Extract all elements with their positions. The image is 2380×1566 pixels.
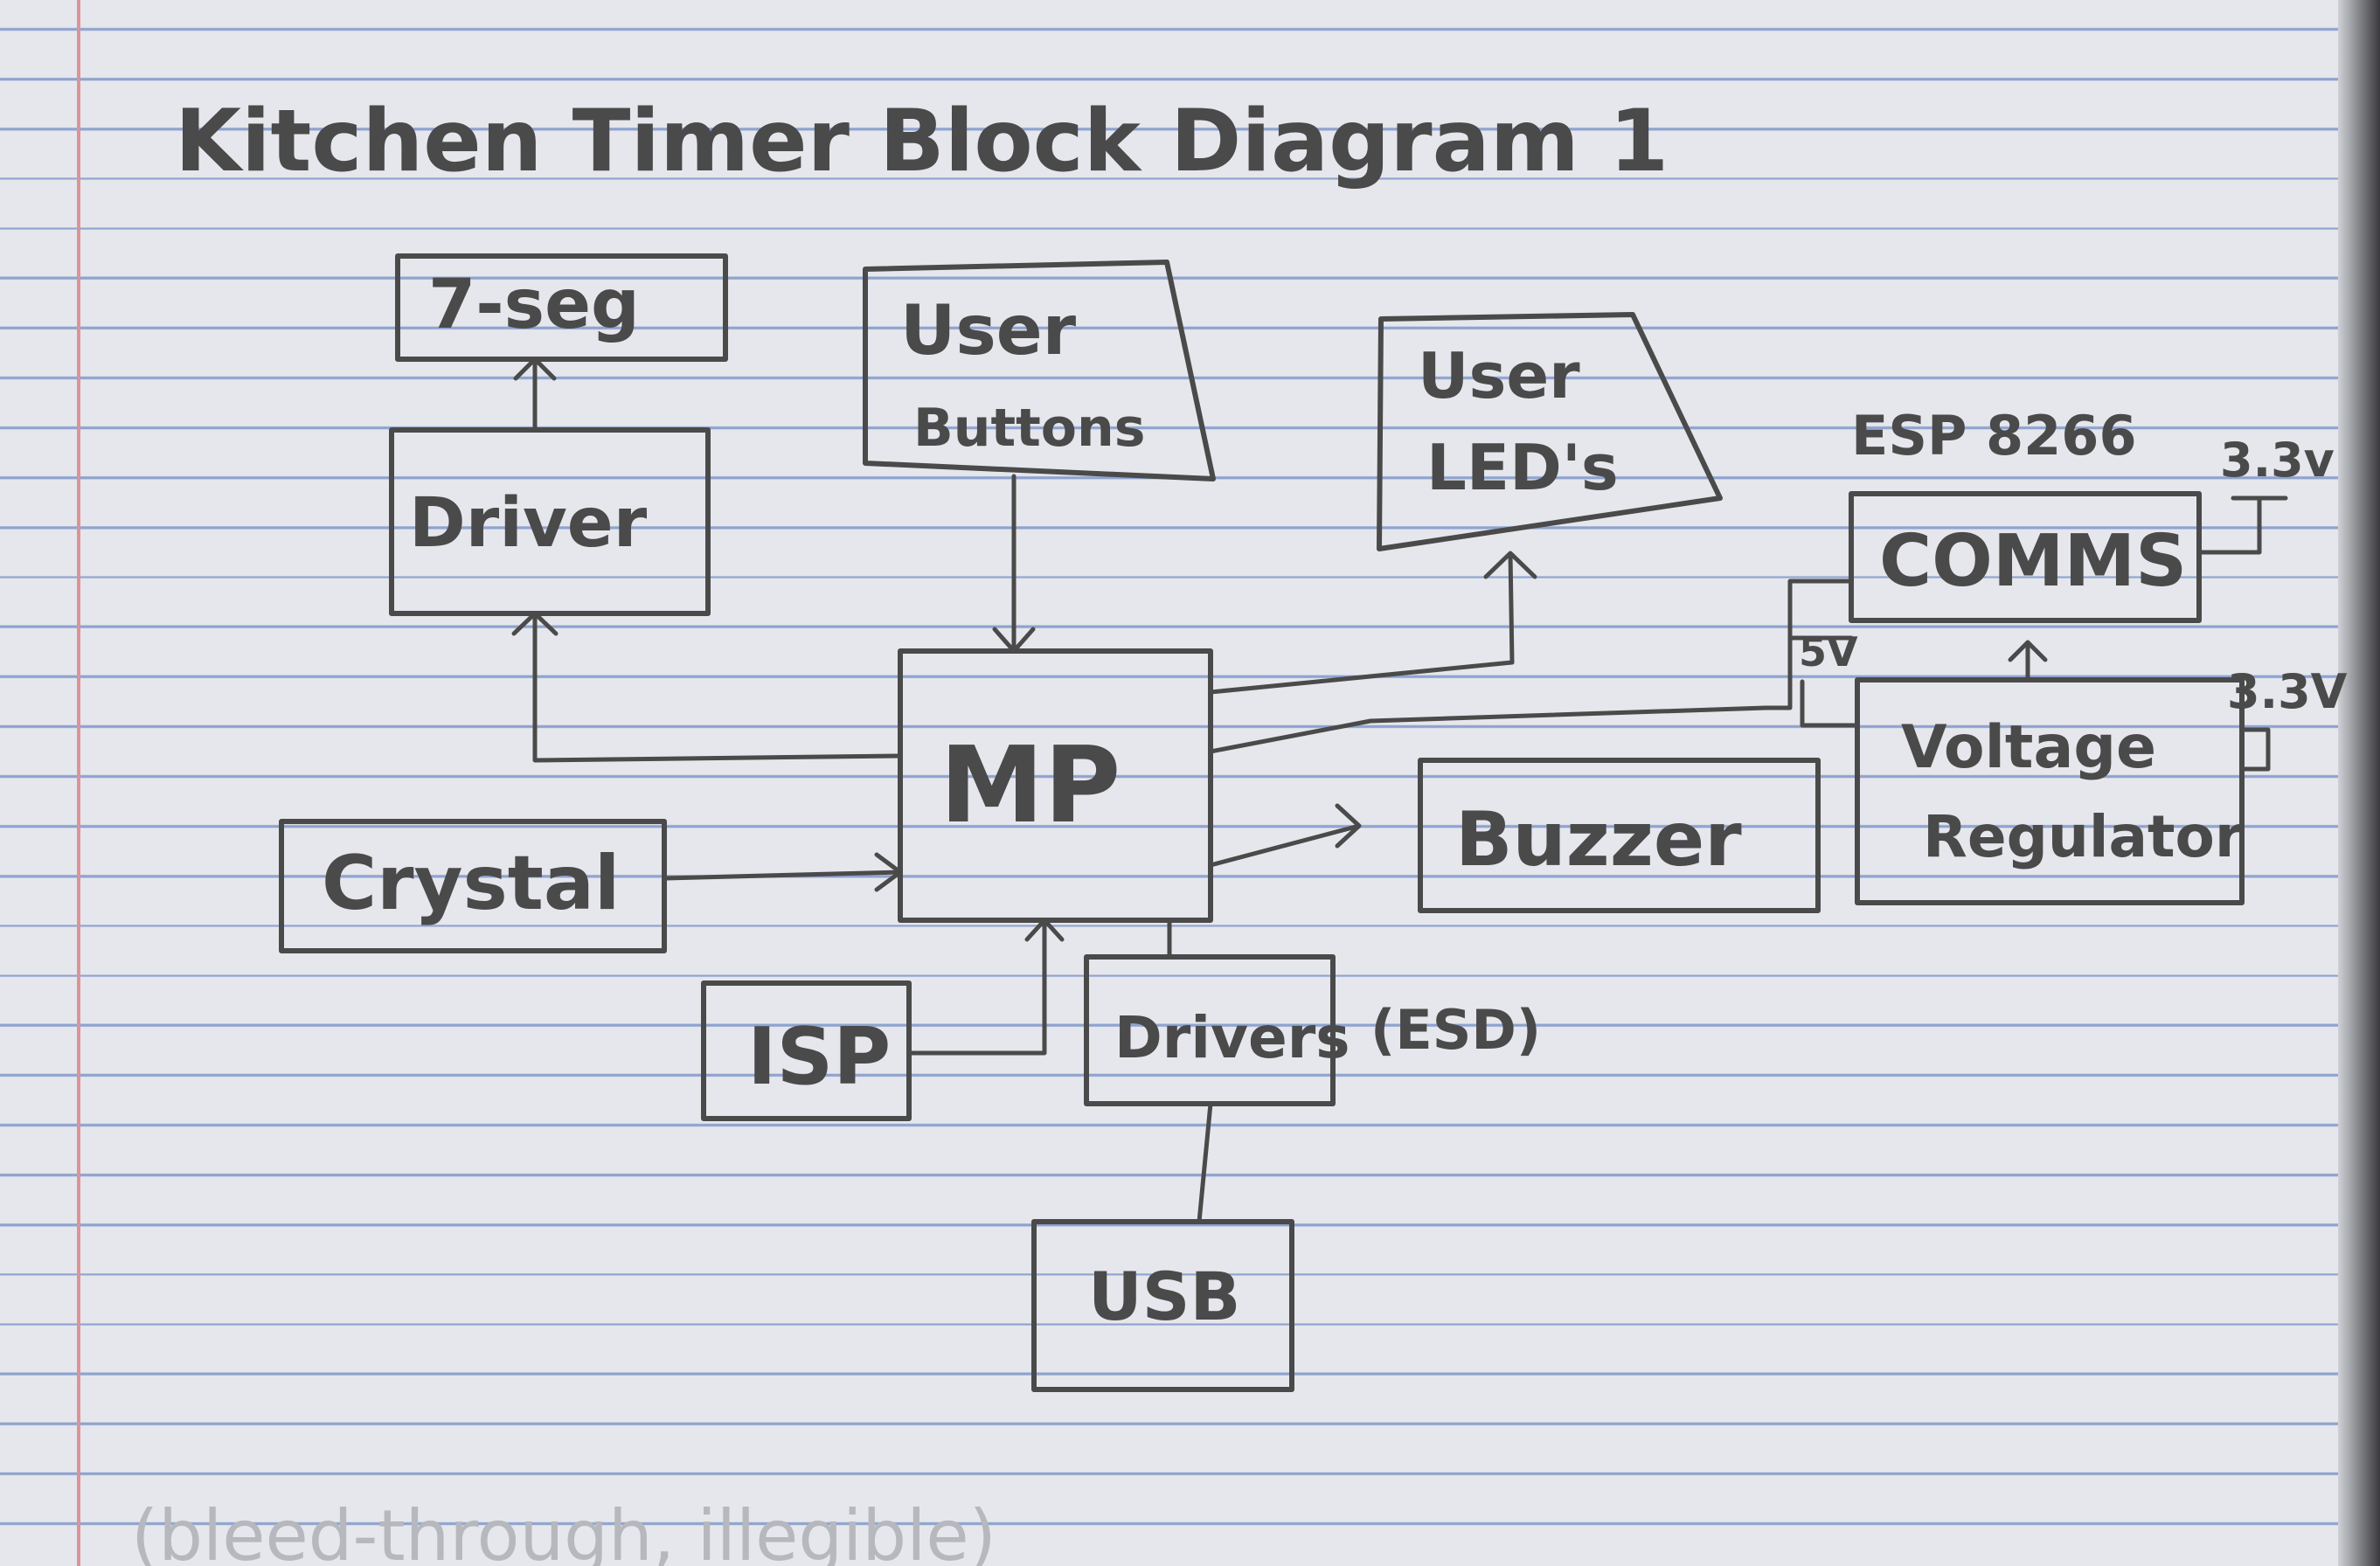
usb-box — [1031, 1219, 1294, 1392]
v33-bottom-label: 3.3V — [2227, 664, 2348, 719]
mp-label: MP — [940, 725, 1121, 847]
five-volt-bracket — [1787, 579, 1854, 641]
buzzer-box — [1418, 758, 1821, 913]
five-volt-label: 5V — [1799, 628, 1858, 676]
user-leds-label-1: User — [1418, 339, 1580, 412]
voltage-regulator-box — [1855, 677, 2245, 905]
seven-seg-box — [395, 253, 728, 362]
comms-label: COMMS — [1879, 520, 2187, 603]
esp-label: ESP 8266 — [1851, 404, 2137, 468]
comms-box — [1849, 491, 2202, 623]
driver-label: Driver — [409, 484, 648, 563]
v33-top-label: 3.3v — [2220, 433, 2335, 488]
user-buttons-label-2: Buttons — [913, 398, 1145, 459]
voltage-regulator-label-2: Regulator — [1923, 803, 2244, 870]
mp-to-leds-connector — [1208, 551, 1537, 695]
seven-seg-label: 7-seg — [428, 266, 640, 344]
mp-box — [898, 648, 1213, 923]
drivers-to-usb-connector — [1197, 1101, 1213, 1224]
margin-line — [77, 0, 80, 1566]
buzzer-label: Buzzer — [1455, 796, 1742, 883]
bleed-through-text: (bleed-through, illegible) — [131, 1495, 996, 1566]
v33-top-bracket — [2198, 495, 2288, 555]
driver-box — [389, 427, 711, 616]
user-leds-label-2: LED's — [1426, 431, 1619, 504]
mp-to-comms-connector — [1208, 635, 1793, 754]
five-volt-lead — [1800, 679, 1860, 728]
diagram-title: Kitchen Timer Block Diagram 1 — [175, 92, 1669, 191]
crystal-box — [279, 819, 667, 953]
driver-to-sevenseg-arrow — [513, 357, 557, 433]
regulator-to-comms-arrow — [2008, 640, 2048, 680]
drivers-label: Drivers — [1114, 1004, 1350, 1071]
page-edge-shadow — [2338, 0, 2380, 1566]
crystal-label: Crystal — [322, 840, 620, 927]
esd-label: (ESD) — [1370, 998, 1541, 1062]
crystal-to-mp-arrow — [662, 852, 903, 892]
voltage-regulator-label-1: Voltage — [1901, 713, 2156, 782]
usb-label: USB — [1088, 1258, 1240, 1335]
mp-to-buzzer-arrow — [1208, 803, 1362, 868]
mp-to-driver-connector — [511, 611, 903, 763]
isp-label: ISP — [747, 1011, 891, 1103]
v33-bottom-bracket — [2239, 727, 2271, 772]
user-buttons-label-1: User — [900, 292, 1077, 371]
user-buttons-box — [863, 260, 1216, 482]
isp-to-mp-connector — [906, 918, 1065, 1056]
user-leds-box — [1377, 312, 1723, 551]
buttons-to-mp-arrow — [992, 474, 1036, 654]
